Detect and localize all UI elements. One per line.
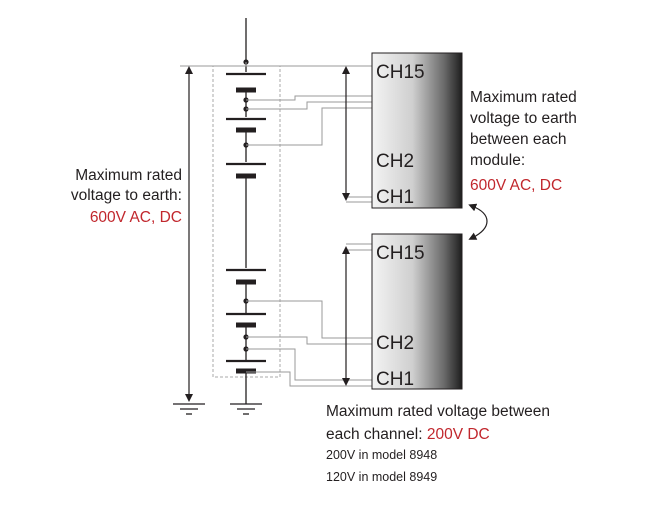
battery-cell: [226, 117, 266, 133]
ground-icon: [173, 403, 205, 415]
module-lower: [371, 233, 463, 390]
right-note-value: 600V AC, DC: [470, 177, 562, 194]
battery-cell: [226, 359, 266, 374]
bottom-note-value: 200V DC: [427, 426, 490, 443]
module-gap-arrow: [468, 203, 488, 240]
module-upper: [371, 52, 463, 209]
battery-cell: [226, 162, 266, 179]
left-note-line2: voltage to earth:: [71, 187, 182, 204]
bottom-note-prefix: each channel:: [326, 426, 427, 443]
right-note-line3: between each: [470, 131, 567, 148]
left-note-value: 600V AC, DC: [90, 209, 182, 226]
battery-cell: [226, 72, 266, 93]
left-note-line1: Maximum rated: [75, 167, 182, 184]
right-note-line4: module:: [470, 152, 525, 169]
ch1-label-upper: CH1: [376, 187, 414, 208]
ch15-label-upper: CH15: [376, 62, 425, 83]
right-note-line1: Maximum rated: [470, 89, 577, 106]
bottom-note-line1: Maximum rated voltage between: [326, 403, 550, 420]
ch1-label-lower: CH1: [376, 369, 414, 390]
ch2-label-lower: CH2: [376, 333, 414, 354]
measurement-leads-upper: [245, 62, 372, 203]
ch2-label-upper: CH2: [376, 151, 414, 172]
ch15-label-lower: CH15: [376, 243, 425, 264]
bottom-note-line2: each channel: 200V DC: [326, 426, 490, 443]
model-8949-note: 120V in model 8949: [326, 470, 437, 484]
battery-cell: [226, 312, 266, 328]
right-note-line2: voltage to earth: [470, 110, 577, 127]
battery-cell: [226, 268, 266, 285]
ground-icon: [230, 403, 262, 415]
model-8948-note: 200V in model 8948: [326, 448, 437, 462]
